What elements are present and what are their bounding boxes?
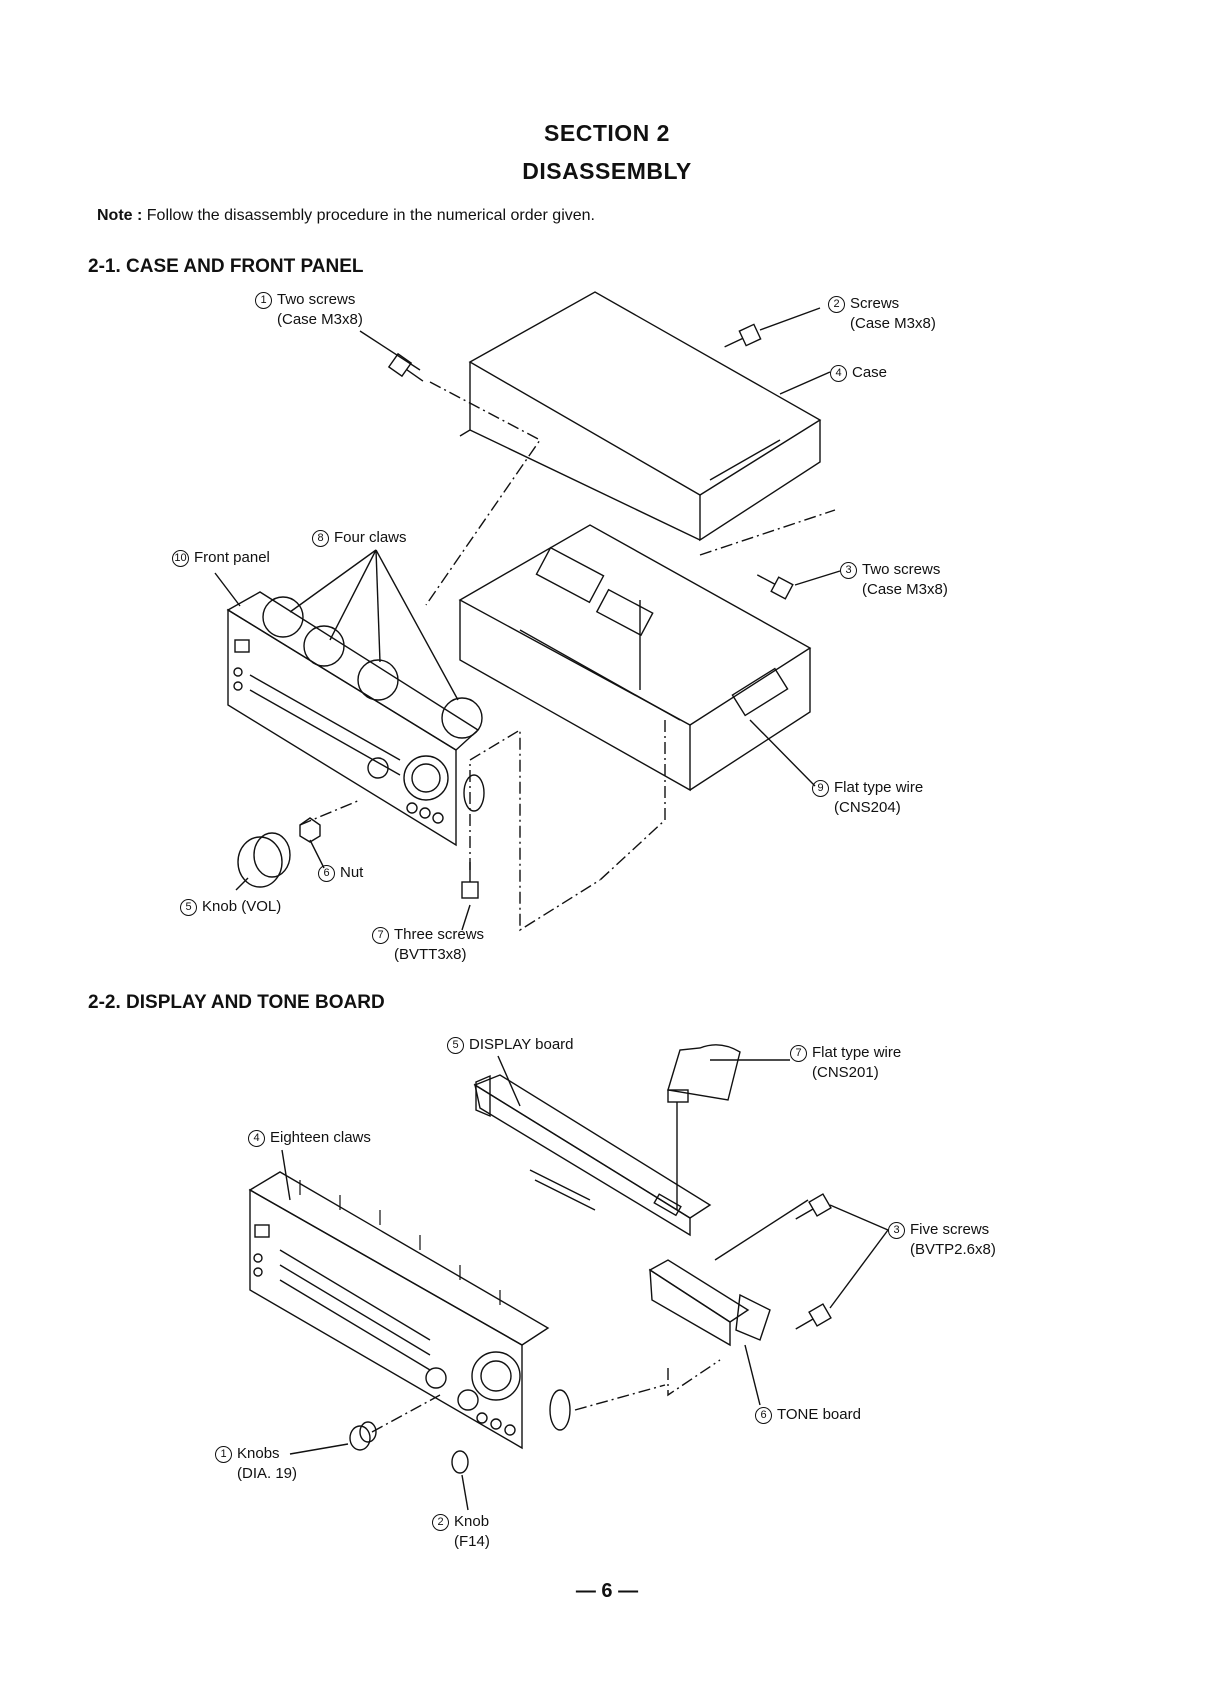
label-display-board-5: 5 DISPLAY board <box>447 1035 574 1055</box>
callout-number: 6 <box>318 865 335 882</box>
page-title: DISASSEMBLY <box>522 158 692 184</box>
label-text: Front panel <box>194 549 270 566</box>
callout-number: 3 <box>888 1222 905 1239</box>
callout-number: 6 <box>755 1407 772 1424</box>
callout-number: 5 <box>180 899 197 916</box>
label-two-screws-1: 1 Two screws (Case M3x8) <box>255 290 363 330</box>
callout-number: 1 <box>215 1446 232 1463</box>
note: Note : Follow the disassembly procedure … <box>97 207 595 225</box>
label-five-screws-3: 3 Five screws (BVTP2.6x8) <box>888 1220 996 1260</box>
section-heading-2-1: 2-1. CASE AND FRONT PANEL <box>88 256 364 277</box>
callout-number: 4 <box>830 365 847 382</box>
label-text: Two screws <box>277 291 356 308</box>
callout-number: 1 <box>255 292 272 309</box>
section-number: SECTION 2 <box>544 120 670 146</box>
label-sub: (CNS204) <box>834 799 901 816</box>
label-text: DISPLAY board <box>469 1036 574 1053</box>
label-knob-vol-5: 5 Knob (VOL) <box>180 897 281 917</box>
label-sub: (BVTP2.6x8) <box>910 1241 996 1258</box>
label-text: Knob <box>454 1513 490 1530</box>
label-sub: (BVTT3x8) <box>394 946 467 963</box>
label-flat-wire-7: 7 Flat type wire (CNS201) <box>790 1043 901 1083</box>
label-four-claws-8: 8 Four claws <box>312 528 407 548</box>
label-text: Four claws <box>334 529 407 546</box>
label-tone-board-6: 6 TONE board <box>755 1405 861 1425</box>
label-sub: (F14) <box>454 1533 490 1550</box>
note-text: Follow the disassembly procedure in the … <box>142 207 595 224</box>
label-text: Nut <box>340 864 364 881</box>
callout-number: 2 <box>432 1514 449 1531</box>
label-sub: (Case M3x8) <box>277 311 363 328</box>
label-text: Screws <box>850 295 900 312</box>
callout-number: 4 <box>248 1130 265 1147</box>
label-text: Two screws <box>862 561 941 578</box>
label-text: Flat type wire <box>834 779 924 796</box>
label-text: Knobs <box>237 1445 280 1462</box>
label-text: Flat type wire <box>812 1044 902 1061</box>
label-flat-wire-9: 9 Flat type wire (CNS204) <box>812 778 923 818</box>
callout-number: 2 <box>828 296 845 313</box>
callout-number: 8 <box>312 530 329 547</box>
callout-number: 3 <box>840 562 857 579</box>
label-screws-2: 2 Screws (Case M3x8) <box>828 294 936 334</box>
callout-number: 5 <box>447 1037 464 1054</box>
label-sub: (Case M3x8) <box>850 315 936 332</box>
label-two-screws-3: 3 Two screws (Case M3x8) <box>840 560 948 600</box>
callout-number: 9 <box>812 780 829 797</box>
label-nut-6: 6 Nut <box>318 863 363 883</box>
label-case-4: 4 Case <box>830 363 887 383</box>
page-number: — 6 — <box>575 1580 639 1602</box>
label-text: Knob (VOL) <box>202 898 282 915</box>
note-label: Note : <box>97 207 143 224</box>
label-knob-2: 2 Knob (F14) <box>432 1512 490 1552</box>
label-sub: (Case M3x8) <box>862 581 948 598</box>
label-text: Eighteen claws <box>270 1129 371 1146</box>
callout-number: 7 <box>790 1045 807 1062</box>
callout-number: 10 <box>172 550 189 567</box>
label-text: Case <box>852 364 888 381</box>
callout-number: 7 <box>372 927 389 944</box>
label-eighteen-claws-4: 4 Eighteen claws <box>248 1128 371 1148</box>
label-text: Five screws <box>910 1221 990 1238</box>
label-three-screws-7: 7 Three screws (BVTT3x8) <box>372 925 484 965</box>
label-front-panel-10: 10 Front panel <box>172 548 270 568</box>
label-sub: (CNS201) <box>812 1064 879 1081</box>
label-sub: (DIA. 19) <box>237 1465 298 1482</box>
section-heading-2-2: 2-2. DISPLAY AND TONE BOARD <box>88 992 385 1013</box>
label-knobs-1: 1 Knobs (DIA. 19) <box>215 1444 297 1484</box>
label-text: Three screws <box>394 926 485 943</box>
label-text: TONE board <box>777 1406 861 1423</box>
